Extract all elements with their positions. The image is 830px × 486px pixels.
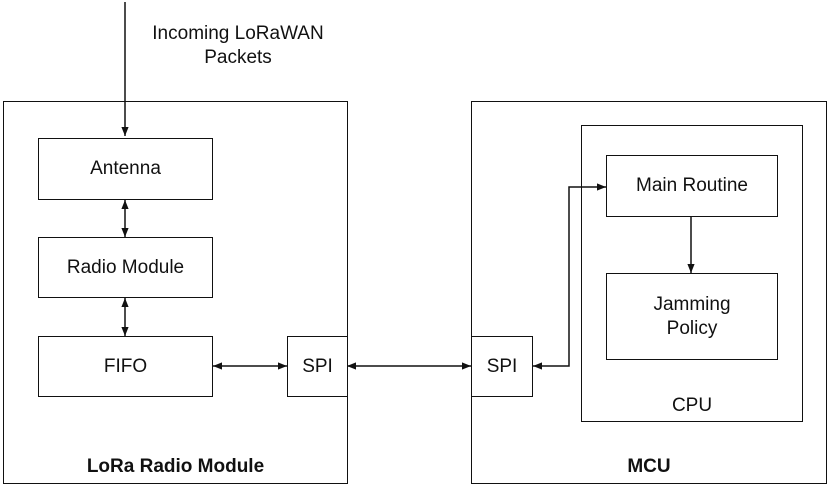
lora-spi-label: SPI	[302, 355, 333, 377]
antenna-box: Antenna	[38, 138, 213, 200]
incoming-label-line2: Packets	[204, 47, 272, 68]
lora-radio-module-container	[3, 101, 348, 484]
radio-module-label: Radio Module	[66, 256, 185, 278]
jamming-policy-line2: Policy	[666, 317, 718, 339]
mcu-spi-box: SPI	[471, 336, 533, 397]
jamming-policy-label: Jamming Policy	[653, 293, 730, 341]
radio-module-box: Radio Module	[38, 237, 213, 298]
incoming-packets-label: Incoming LoRaWAN Packets	[132, 22, 344, 70]
mcu-title: MCU	[627, 456, 671, 477]
spi-main-routine-arrow	[533, 183, 606, 370]
lora-radio-module-title: LoRa Radio Module	[86, 456, 265, 477]
mcu-container	[471, 101, 827, 484]
antenna-label: Antenna	[90, 158, 161, 179]
main-routine-label: Main Routine	[636, 175, 748, 196]
cpu-title: CPU	[671, 395, 713, 416]
incoming-label-line1: Incoming LoRaWAN	[152, 23, 324, 44]
fifo-box: FIFO	[38, 336, 213, 397]
main-routine-box: Main Routine	[606, 155, 778, 217]
cpu-container	[581, 125, 803, 422]
jamming-policy-line1: Jamming	[653, 293, 731, 315]
fifo-label: FIFO	[103, 355, 148, 377]
lora-spi-box: SPI	[287, 336, 348, 397]
mcu-spi-label: SPI	[486, 355, 518, 377]
jamming-policy-box: Jamming Policy	[606, 273, 778, 360]
